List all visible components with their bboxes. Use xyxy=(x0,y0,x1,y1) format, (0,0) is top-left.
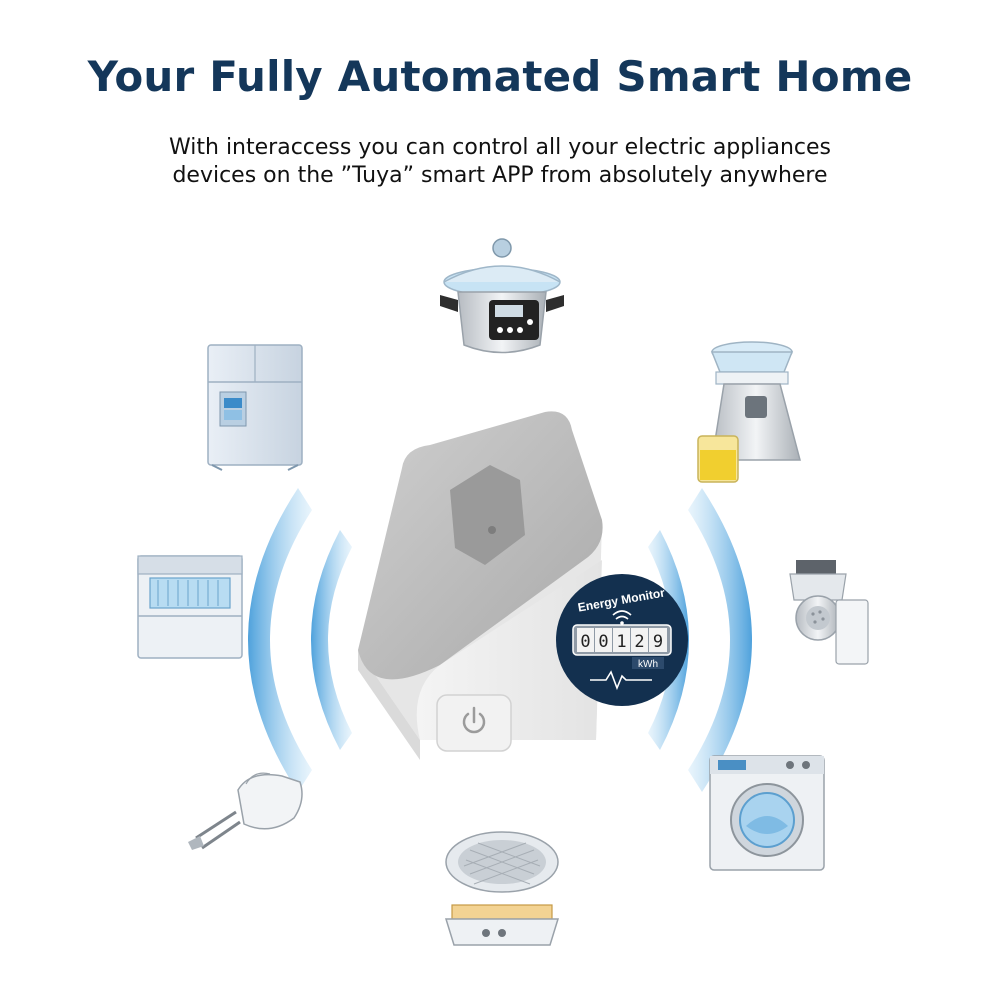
power-icon xyxy=(462,706,486,734)
signal-waves-left xyxy=(248,488,352,792)
washing-machine-icon xyxy=(709,755,825,871)
signal-waves-right xyxy=(648,488,752,792)
kwh-digit-1: 0 xyxy=(580,632,590,652)
meat-grinder-icon xyxy=(789,560,869,665)
hand-mixer-icon xyxy=(188,772,303,850)
refrigerator-icon xyxy=(207,344,303,471)
socket-hole-icon xyxy=(450,465,525,565)
kwh-digit-5: 9 xyxy=(653,632,663,652)
page-title: Your Fully Automated Smart Home xyxy=(87,52,913,101)
subtitle-line-1: With interaccess you can control all you… xyxy=(169,135,831,160)
energy-monitor-badge: Energy Monitor 0 0 1 2 9 kWh xyxy=(556,574,688,706)
kwh-counter: 0 0 1 2 9 xyxy=(572,624,672,656)
kwh-digit-2: 0 xyxy=(598,632,608,652)
page-subtitle: With interaccess you can control all you… xyxy=(0,134,1000,190)
kwh-digit-3: 1 xyxy=(616,632,626,652)
smart-plug xyxy=(358,411,603,760)
subtitle-line-2: devices on the ”Tuya” smart APP from abs… xyxy=(172,163,828,188)
dishwasher-icon xyxy=(137,555,243,659)
kwh-digit-4: 2 xyxy=(634,632,644,652)
wifi-icon xyxy=(612,610,632,620)
kwh-unit: kWh xyxy=(638,659,658,670)
power-button[interactable] xyxy=(436,694,512,752)
pulse-icon xyxy=(590,670,652,691)
waffle-maker-icon xyxy=(444,831,560,946)
slow-cooker-icon xyxy=(440,238,564,354)
juicer-icon xyxy=(697,341,801,483)
